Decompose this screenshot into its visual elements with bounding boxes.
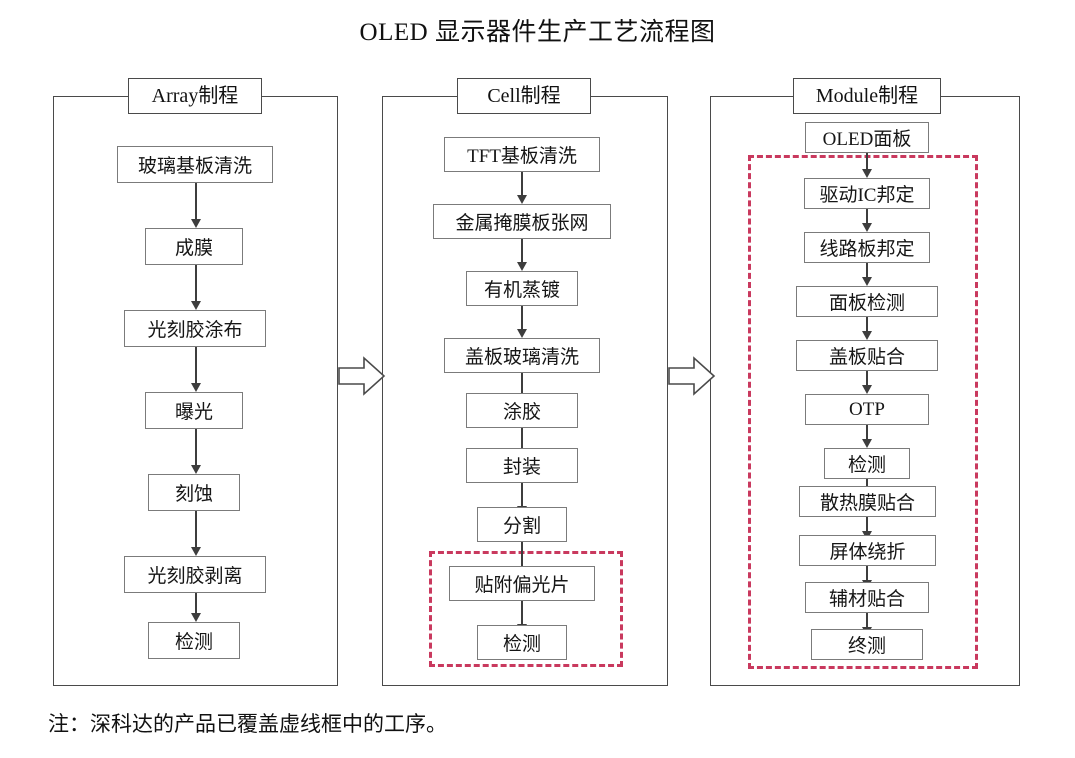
- node-cell-2[interactable]: 有机蒸镀: [466, 271, 578, 306]
- highlight-cell-region: [429, 551, 623, 667]
- node-cell-7[interactable]: 贴附偏光片: [449, 566, 595, 601]
- node-module-8[interactable]: 屏体绕折: [799, 535, 936, 566]
- panel-cell-header: Cell制程: [457, 78, 591, 114]
- node-module-4[interactable]: 盖板贴合: [796, 340, 938, 371]
- node-array-0[interactable]: 玻璃基板清洗: [117, 146, 273, 183]
- node-cell-5[interactable]: 封装: [466, 448, 578, 483]
- node-module-7[interactable]: 散热膜贴合: [799, 486, 936, 517]
- node-cell-3[interactable]: 盖板玻璃清洗: [444, 338, 600, 373]
- node-array-3[interactable]: 曝光: [145, 392, 243, 429]
- panel-module-header: Module制程: [793, 78, 941, 114]
- node-array-4[interactable]: 刻蚀: [148, 474, 240, 511]
- node-module-3[interactable]: 面板检测: [796, 286, 938, 317]
- panel-array-header: Array制程: [128, 78, 262, 114]
- node-module-0[interactable]: OLED面板: [805, 122, 929, 153]
- stage-arrow-cell-to-module: [668, 355, 716, 397]
- page-title: OLED 显示器件生产工艺流程图: [359, 19, 716, 46]
- highlight-module-region: [748, 155, 978, 669]
- node-module-10[interactable]: 终测: [811, 629, 923, 660]
- node-cell-6[interactable]: 分割: [477, 507, 567, 542]
- node-cell-8[interactable]: 检测: [477, 625, 567, 660]
- node-array-1[interactable]: 成膜: [145, 228, 243, 265]
- node-array-5[interactable]: 光刻胶剥离: [124, 556, 266, 593]
- footnote: 注：深科达的产品已覆盖虚线框中的工序。: [48, 712, 447, 736]
- node-cell-0[interactable]: TFT基板清洗: [444, 137, 600, 172]
- node-module-1[interactable]: 驱动IC邦定: [804, 178, 930, 209]
- node-array-6[interactable]: 检测: [148, 622, 240, 659]
- node-cell-1[interactable]: 金属掩膜板张网: [433, 204, 611, 239]
- node-array-2[interactable]: 光刻胶涂布: [124, 310, 266, 347]
- node-module-9[interactable]: 辅材贴合: [805, 582, 929, 613]
- node-module-2[interactable]: 线路板邦定: [804, 232, 930, 263]
- node-module-6[interactable]: 检测: [824, 448, 910, 479]
- node-cell-4[interactable]: 涂胶: [466, 393, 578, 428]
- node-module-5[interactable]: OTP: [805, 394, 929, 425]
- stage-arrow-array-to-cell: [338, 355, 386, 397]
